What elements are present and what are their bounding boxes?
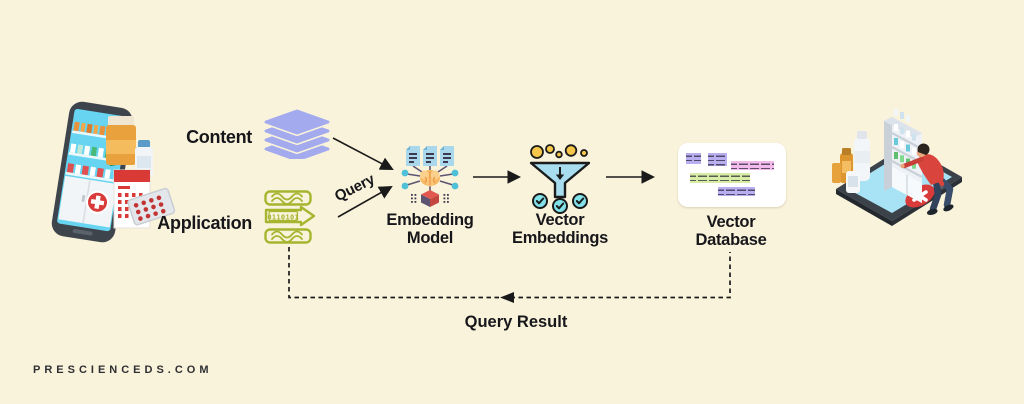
content-label: Content bbox=[186, 127, 252, 147]
arrow-content-to-model bbox=[332, 137, 394, 170]
vector-database-icon bbox=[678, 143, 786, 207]
document-icons bbox=[406, 146, 454, 166]
person-customer bbox=[900, 143, 954, 216]
application-label: Application bbox=[157, 213, 252, 233]
pharmacy-counter bbox=[58, 175, 117, 228]
pill-bottle-amber bbox=[108, 116, 134, 126]
vector-funnel-icon bbox=[529, 144, 591, 214]
query-edge-label: Query bbox=[332, 170, 378, 206]
shelf-items bbox=[894, 109, 916, 169]
bottle-blue-cap bbox=[138, 140, 150, 149]
dashed-query-result-path bbox=[288, 247, 731, 299]
vector-database-label: Vector Database bbox=[695, 213, 767, 249]
binary-text: 0110101 bbox=[267, 213, 299, 221]
pharmacy-phone-illustration bbox=[51, 101, 176, 243]
layers-stack-icon bbox=[263, 109, 331, 159]
vector-record-block bbox=[705, 151, 730, 168]
query-result-arrowhead bbox=[500, 292, 514, 303]
cube-icon bbox=[421, 190, 439, 207]
brain-icon bbox=[420, 170, 440, 187]
dot-grid bbox=[411, 194, 449, 203]
embedding-model-label: Embedding Model bbox=[386, 211, 474, 247]
medicine-jars bbox=[832, 131, 870, 193]
pharmacy-app-user-illustration bbox=[832, 109, 962, 226]
medicines-group bbox=[106, 116, 176, 229]
blister-pack bbox=[127, 187, 176, 226]
vector-record-block bbox=[683, 151, 704, 166]
vector-record-block bbox=[728, 159, 777, 172]
site-watermark: PRESCIENCEDS.COM bbox=[33, 364, 213, 376]
vector-record-block bbox=[687, 171, 753, 185]
embedding-model-icon bbox=[401, 146, 459, 207]
pharmacy-shelf-unit bbox=[884, 109, 923, 203]
vector-embeddings-label: Vector Embeddings bbox=[511, 211, 608, 247]
vector-record-block bbox=[715, 185, 758, 198]
binary-data-arrow-icon: 0110101 bbox=[264, 190, 316, 244]
query-result-label: Query Result bbox=[464, 313, 568, 331]
network-nodes bbox=[401, 169, 459, 190]
data-dots bbox=[530, 144, 588, 159]
